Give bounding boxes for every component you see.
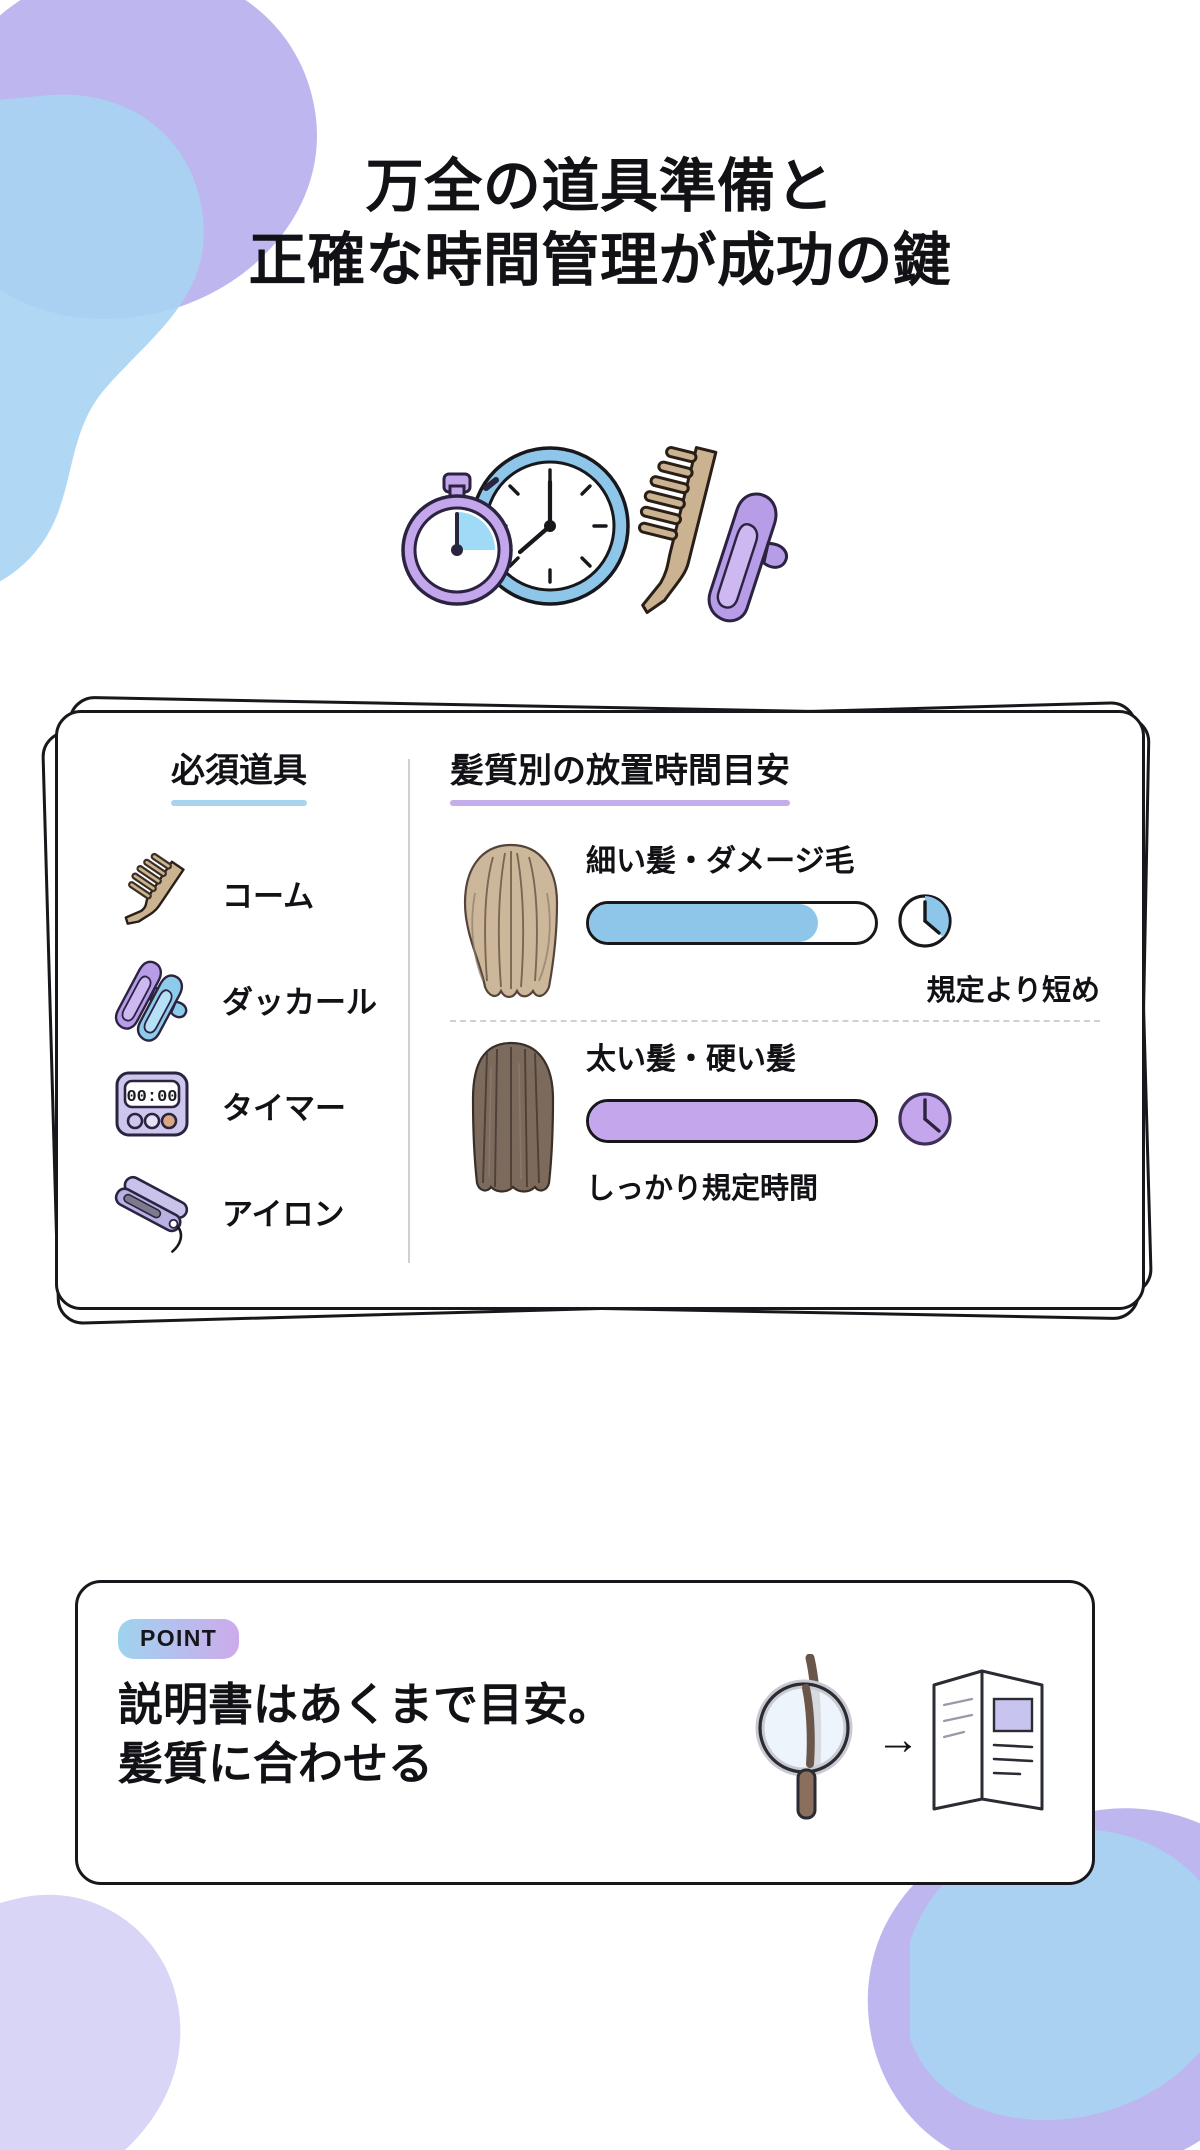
timing-row-separator bbox=[450, 1020, 1100, 1023]
timer-icon: 00:00 bbox=[104, 1057, 200, 1153]
arrow-right-icon: → bbox=[876, 1715, 920, 1764]
essential-tools-heading-block: 必須道具 bbox=[171, 752, 307, 807]
timing-column: 髪質別の放置時間目安 bbox=[416, 752, 1116, 1273]
timing-heading: 髪質別の放置時間目安 bbox=[450, 752, 790, 790]
hair-clip-icon bbox=[707, 492, 788, 623]
essential-tools-column: 必須道具 bbox=[84, 752, 402, 1273]
instruction-leaflet-icon bbox=[924, 1663, 1052, 1818]
clock-icon-fine-hair bbox=[896, 892, 954, 955]
point-message-line-2: 髪質に合わせる bbox=[118, 1738, 434, 1790]
tool-row-comb[interactable]: コーム bbox=[88, 840, 390, 946]
page-title-line-1: 万全の道具準備と bbox=[365, 154, 835, 219]
flat-iron-icon bbox=[104, 1163, 200, 1259]
point-card: POINT 説明書はあくまで目安。 髪質に合わせる → bbox=[75, 1580, 1095, 1885]
timing-bar-fill-fine-hair bbox=[589, 904, 818, 943]
column-divider bbox=[408, 759, 410, 1263]
timing-row-fine-hair[interactable]: 細い髪・ダメージ毛 bbox=[450, 832, 1110, 1012]
timing-bar-line-fine-hair bbox=[586, 892, 1110, 955]
tool-row-hair-clip[interactable]: ダッカール bbox=[88, 946, 390, 1052]
point-badge: POINT bbox=[118, 1619, 240, 1659]
wavy-light-hair-icon bbox=[450, 837, 572, 1007]
hair-clip-icon bbox=[104, 951, 200, 1047]
hero-illustration bbox=[390, 430, 810, 630]
tool-label-hair-clip: ダッカール bbox=[222, 984, 377, 1020]
card-content: 必須道具 bbox=[55, 710, 1145, 1310]
tool-row-flat-iron[interactable]: アイロン bbox=[88, 1158, 390, 1264]
point-message-line-1: 説明書はあくまで目安。 bbox=[118, 1679, 614, 1730]
tool-row-timer[interactable]: 00:00 タイマー bbox=[88, 1052, 390, 1158]
timing-title-thick-hair: 太い髪・硬い髪 bbox=[586, 1042, 796, 1076]
tool-label-timer: タイマー bbox=[222, 1090, 346, 1126]
timing-bar-fill-thick-hair bbox=[589, 1102, 875, 1141]
page-title: 万全の道具準備と 正確な時間管理が成功の鍵 bbox=[0, 150, 1200, 298]
decorative-blob-bottom-left bbox=[0, 1880, 210, 2150]
page-title-line-2: 正確な時間管理が成功の鍵 bbox=[248, 228, 952, 294]
main-card: 必須道具 bbox=[40, 695, 1154, 1326]
comb-icon bbox=[637, 446, 718, 614]
tool-label-flat-iron: アイロン bbox=[222, 1196, 345, 1232]
timing-note-thick-hair: しっかり規定時間 bbox=[586, 1172, 819, 1205]
point-illustration: → bbox=[682, 1645, 1052, 1835]
timing-heading-block: 髪質別の放置時間目安 bbox=[450, 752, 790, 807]
clock-icon-thick-hair bbox=[896, 1090, 954, 1153]
timing-title-fine-hair: 細い髪・ダメージ毛 bbox=[586, 844, 855, 878]
timing-bar-track-fine-hair bbox=[586, 901, 878, 946]
magnifier-hair-icon bbox=[742, 1653, 872, 1827]
straight-dark-hair-icon bbox=[450, 1035, 572, 1205]
timing-body-fine-hair: 細い髪・ダメージ毛 bbox=[586, 836, 1110, 1009]
timing-body-thick-hair: 太い髪・硬い髪 bbox=[586, 1034, 1110, 1207]
timing-row-thick-hair[interactable]: 太い髪・硬い髪 bbox=[450, 1030, 1110, 1210]
tool-label-comb: コーム bbox=[222, 878, 315, 914]
point-message: 説明書はあくまで目安。 髪質に合わせる bbox=[118, 1675, 682, 1794]
timing-bar-track-thick-hair bbox=[586, 1099, 878, 1144]
timing-bar-line-thick-hair bbox=[586, 1090, 1110, 1153]
point-text-column: POINT 説明書はあくまで目安。 髪質に合わせる bbox=[118, 1619, 682, 1794]
essential-tools-underline bbox=[171, 800, 307, 807]
timing-underline bbox=[450, 800, 790, 807]
comb-icon bbox=[104, 845, 200, 941]
stopwatch-icon bbox=[401, 472, 513, 606]
essential-tools-heading: 必須道具 bbox=[171, 752, 307, 790]
timer-display: 00:00 bbox=[126, 1088, 177, 1107]
timing-note-fine-hair: 規定より短め bbox=[926, 974, 1100, 1007]
